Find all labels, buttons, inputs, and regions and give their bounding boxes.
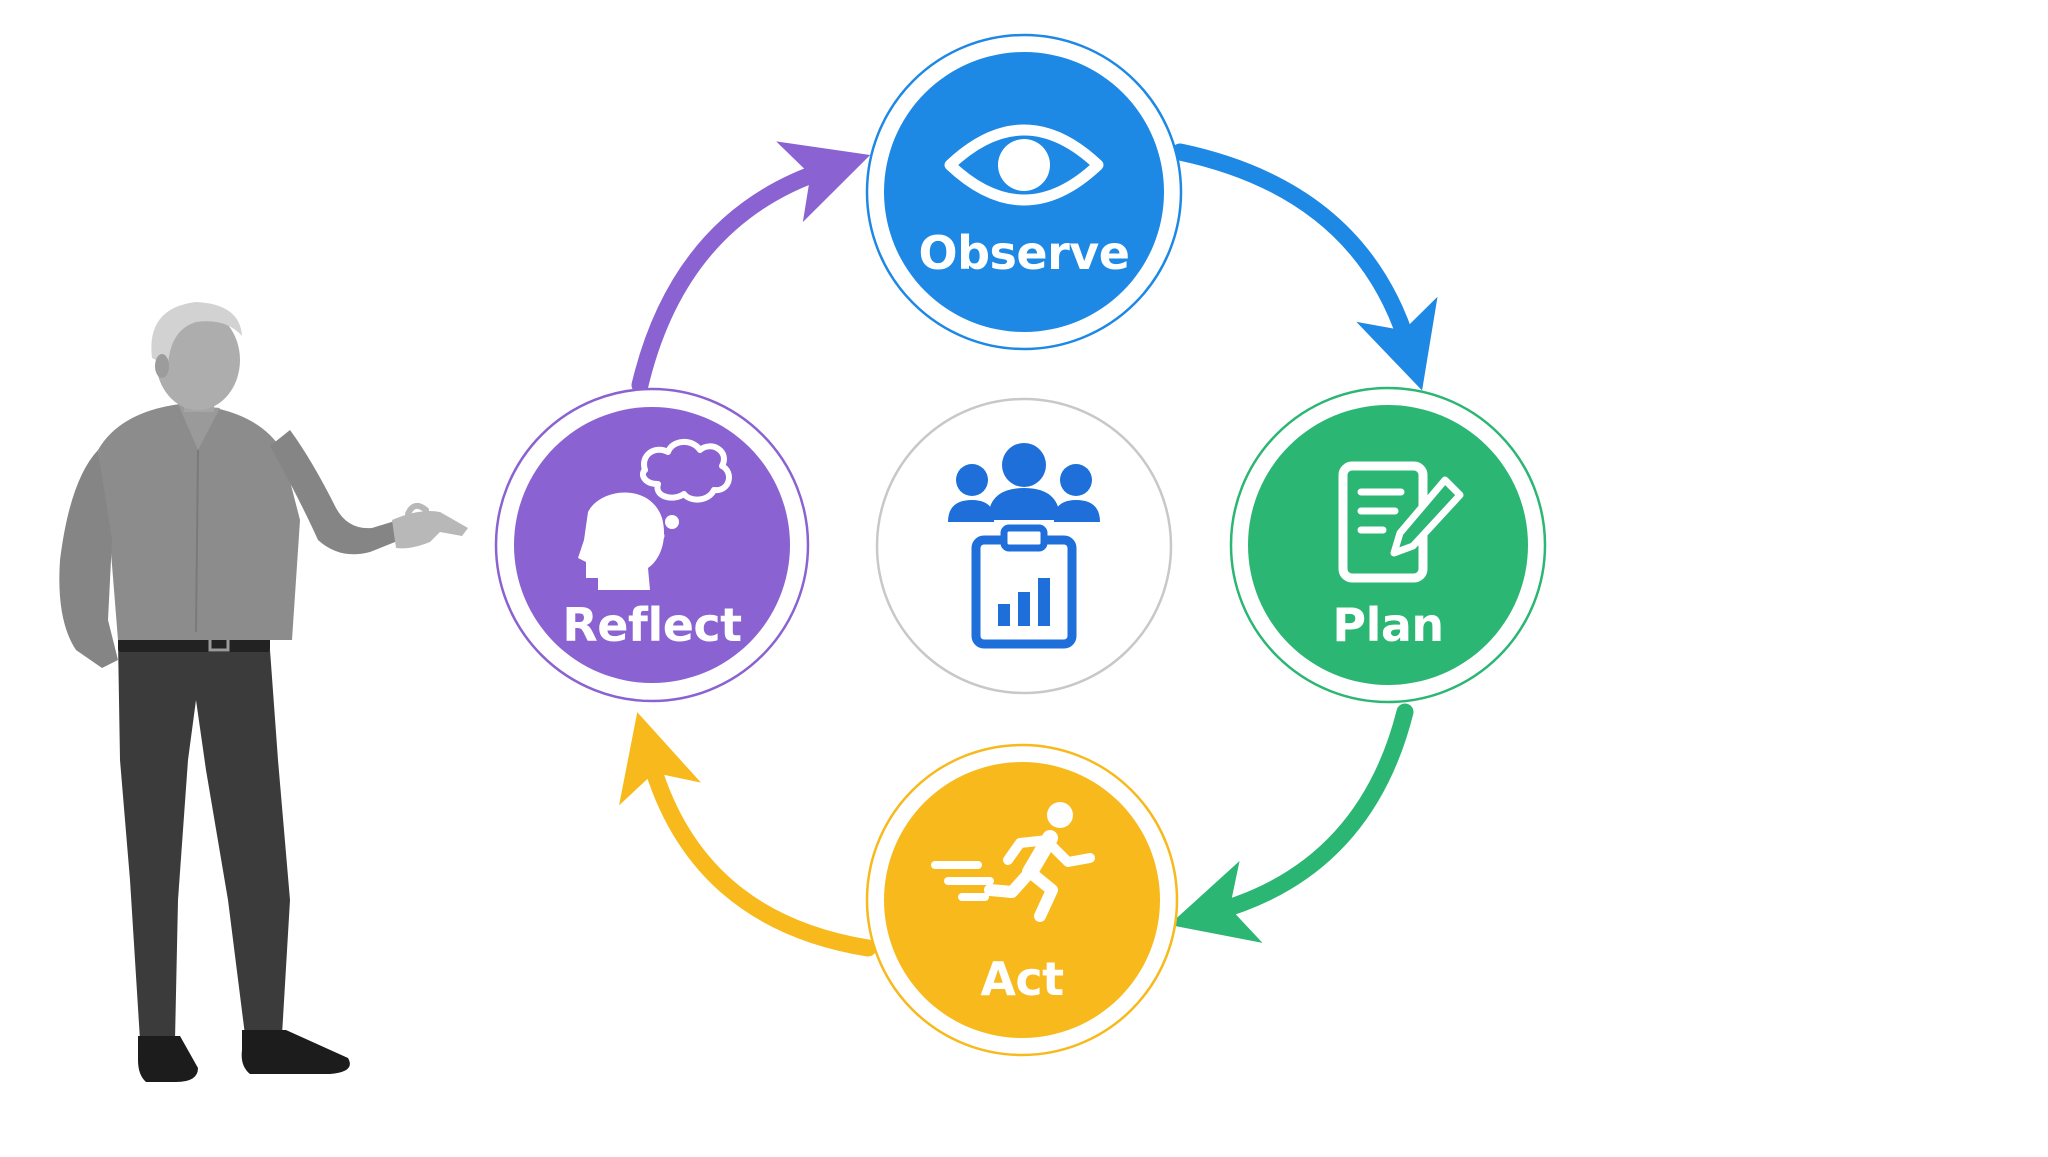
arrow-reflect-to-observe (631, 141, 871, 394)
running-person-icon (931, 802, 1095, 922)
arrow-act-to-reflect (619, 712, 877, 957)
node-reflect (494, 387, 810, 703)
node-observe (865, 33, 1183, 351)
node-reflect-label: Reflect (562, 598, 742, 652)
node-act-label: Act (980, 952, 1064, 1006)
node-observe-label: Observe (918, 226, 1130, 280)
head-thought-bubble-icon (578, 439, 732, 590)
document-edit-icon (1338, 461, 1464, 583)
presenter-person-icon (59, 302, 468, 1082)
node-plan-label: Plan (1332, 598, 1444, 652)
team-clipboard-chart-icon (948, 443, 1100, 649)
node-act (865, 743, 1179, 1057)
arrow-observe-to-plan (1171, 143, 1438, 391)
arrow-plan-to-act (1169, 703, 1414, 943)
node-plan (1229, 386, 1547, 704)
center-node (875, 397, 1173, 695)
eye-icon (944, 124, 1104, 206)
